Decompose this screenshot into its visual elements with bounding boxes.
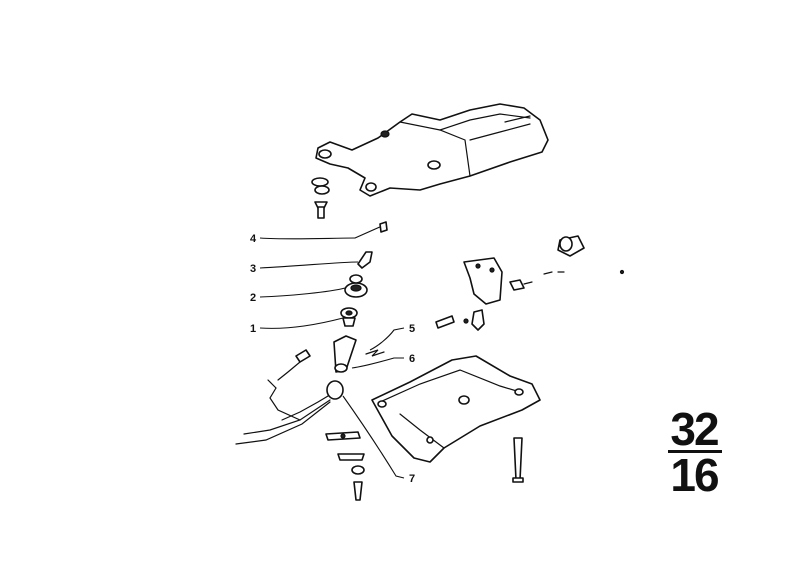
callout-label-5: 5	[409, 323, 415, 335]
stray-dot	[619, 269, 625, 275]
group-number-bottom: 16	[670, 449, 719, 501]
lower-casing	[371, 355, 541, 463]
upper-casing	[315, 103, 549, 197]
callout-label-3: 3	[250, 263, 256, 275]
callout-label-4: 4	[250, 233, 257, 245]
part-1-bushing	[340, 307, 358, 327]
screws-middle	[435, 309, 485, 331]
part-2-grommet	[344, 274, 368, 298]
callout-leaders	[259, 237, 405, 479]
part-6-cylinder	[333, 335, 357, 373]
part-3-lever	[357, 251, 373, 269]
part-4-lever	[354, 221, 388, 239]
mounting-bracket	[463, 235, 585, 305]
group-number-divider	[668, 450, 722, 453]
long-screw	[512, 437, 524, 483]
part-5-clip	[365, 349, 385, 357]
callout-label-2: 2	[250, 292, 256, 304]
callout-label-6: 6	[409, 353, 415, 365]
callout-label-1: 1	[250, 323, 256, 335]
part-7-switch	[235, 349, 344, 445]
callout-label-7: 7	[409, 473, 415, 485]
group-number-top: 32	[670, 403, 719, 455]
small-parts-bottom	[325, 431, 365, 501]
washer-screw-upper	[311, 177, 330, 219]
callout-labels: 4 3 2 1 5 6 7	[250, 233, 415, 485]
